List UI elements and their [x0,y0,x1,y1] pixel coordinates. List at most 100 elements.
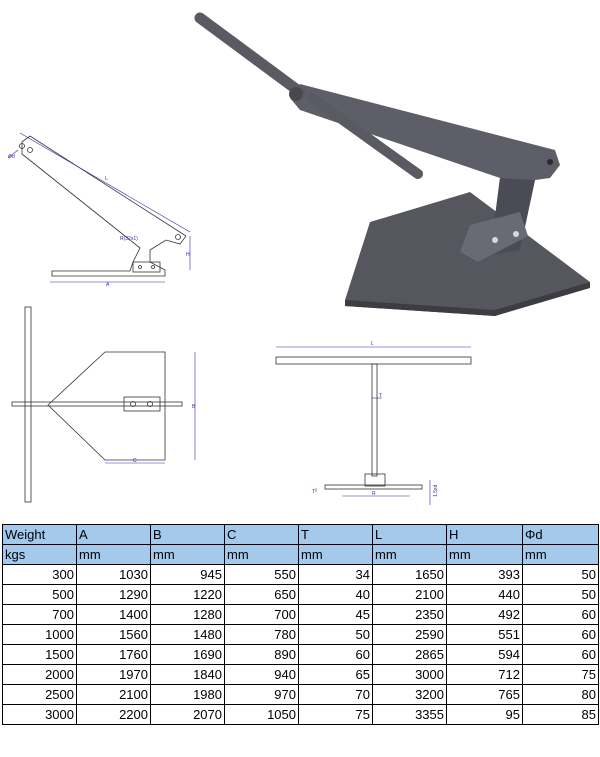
table-cell: Φd [522,524,599,545]
table-cell: 3000 [372,664,447,685]
table-cell: 1560 [76,624,151,645]
table-cell: 3355 [372,704,447,725]
table-cell: 1280 [150,604,225,625]
top-view-drawing [11,306,196,503]
table-cell: 2590 [372,624,447,645]
table-cell: 2500 [2,684,77,705]
table-cell: 712 [446,664,523,685]
table-cell: 1760 [76,644,151,665]
table-cell: 700 [2,604,77,625]
table-cell: 80 [522,684,599,705]
table-cell: 500 [2,584,77,605]
table-cell: 551 [446,624,523,645]
table-cell: 393 [446,564,523,585]
table-cell: 1840 [150,664,225,685]
table-cell: 75 [522,664,599,685]
anchor-drawings: Φd L R(32x1) H A B C L T R T 1.5xd [7,12,590,505]
table-cell: mm [372,544,447,565]
table-cell: C [224,524,299,545]
side-dim-r: R(32x1) [120,236,138,242]
table-cell: 2350 [372,604,447,625]
table-cell: 1500 [2,644,77,665]
table-cell: 300 [2,564,77,585]
table-cell: 1290 [76,584,151,605]
table-cell: 440 [446,584,523,605]
table-cell: 34 [298,564,373,585]
front-dim-t2: T [312,489,315,495]
table-cell: mm [224,544,299,565]
table-cell: 780 [224,624,299,645]
side-dim-h: H [186,252,190,258]
table-cell: 2200 [76,704,151,725]
front-dim-t: T [379,393,382,399]
table-cell: 1400 [76,604,151,625]
table-cell: mm [150,544,225,565]
top-dim-b: B [192,404,196,410]
table-cell: Weight [2,524,77,545]
table-cell: H [446,524,523,545]
front-dim-r: R [372,491,376,497]
side-dim-d: Φd [8,154,15,160]
table-cell: 65 [298,664,373,685]
table-cell: 970 [224,684,299,705]
table-cell: kgs [2,544,77,565]
table-cell: 50 [522,584,599,605]
table-cell: 70 [298,684,373,705]
table-cell: 2100 [372,584,447,605]
table-cell: 492 [446,604,523,625]
side-dim-a: A [106,282,110,288]
table-cell: 60 [522,644,599,665]
side-dim-l: L [105,176,108,182]
table-cell: 1980 [150,684,225,705]
table-cell: 50 [298,624,373,645]
table-cell: T [298,524,373,545]
table-cell: 945 [150,564,225,585]
table-cell: 2070 [150,704,225,725]
table-cell: mm [522,544,599,565]
table-cell: 60 [522,604,599,625]
table-cell: 765 [446,684,523,705]
table-cell: 1050 [224,704,299,725]
table-cell: 1030 [76,564,151,585]
table-cell: 2865 [372,644,447,665]
table-cell: B [150,524,225,545]
table-cell: A [76,524,151,545]
table-cell: 890 [224,644,299,665]
table-cell: 2000 [2,664,77,685]
table-cell: L [372,524,447,545]
table-cell: 3000 [2,704,77,725]
top-dim-c: C [133,458,137,464]
table-cell: 45 [298,604,373,625]
front-dim-l: L [371,341,374,347]
table-cell: 1690 [150,644,225,665]
table-cell: 594 [446,644,523,665]
table-cell: 1650 [372,564,447,585]
table-cell: mm [298,544,373,565]
table-cell: 75 [298,704,373,725]
table-cell: 60 [522,624,599,645]
front-dim-h: 1.5xd [433,485,439,497]
table-cell: 1000 [2,624,77,645]
anchor-3d-render [194,12,590,316]
table-cell: 85 [522,704,599,725]
table-cell: 40 [298,584,373,605]
table-cell: mm [446,544,523,565]
front-view-drawing [275,346,472,505]
table-cell: 940 [224,664,299,685]
table-cell: 1970 [76,664,151,685]
table-cell: 60 [298,644,373,665]
side-view-drawing [7,132,191,283]
table-cell: 95 [446,704,523,725]
table-cell: 1480 [150,624,225,645]
table-cell: 1220 [150,584,225,605]
